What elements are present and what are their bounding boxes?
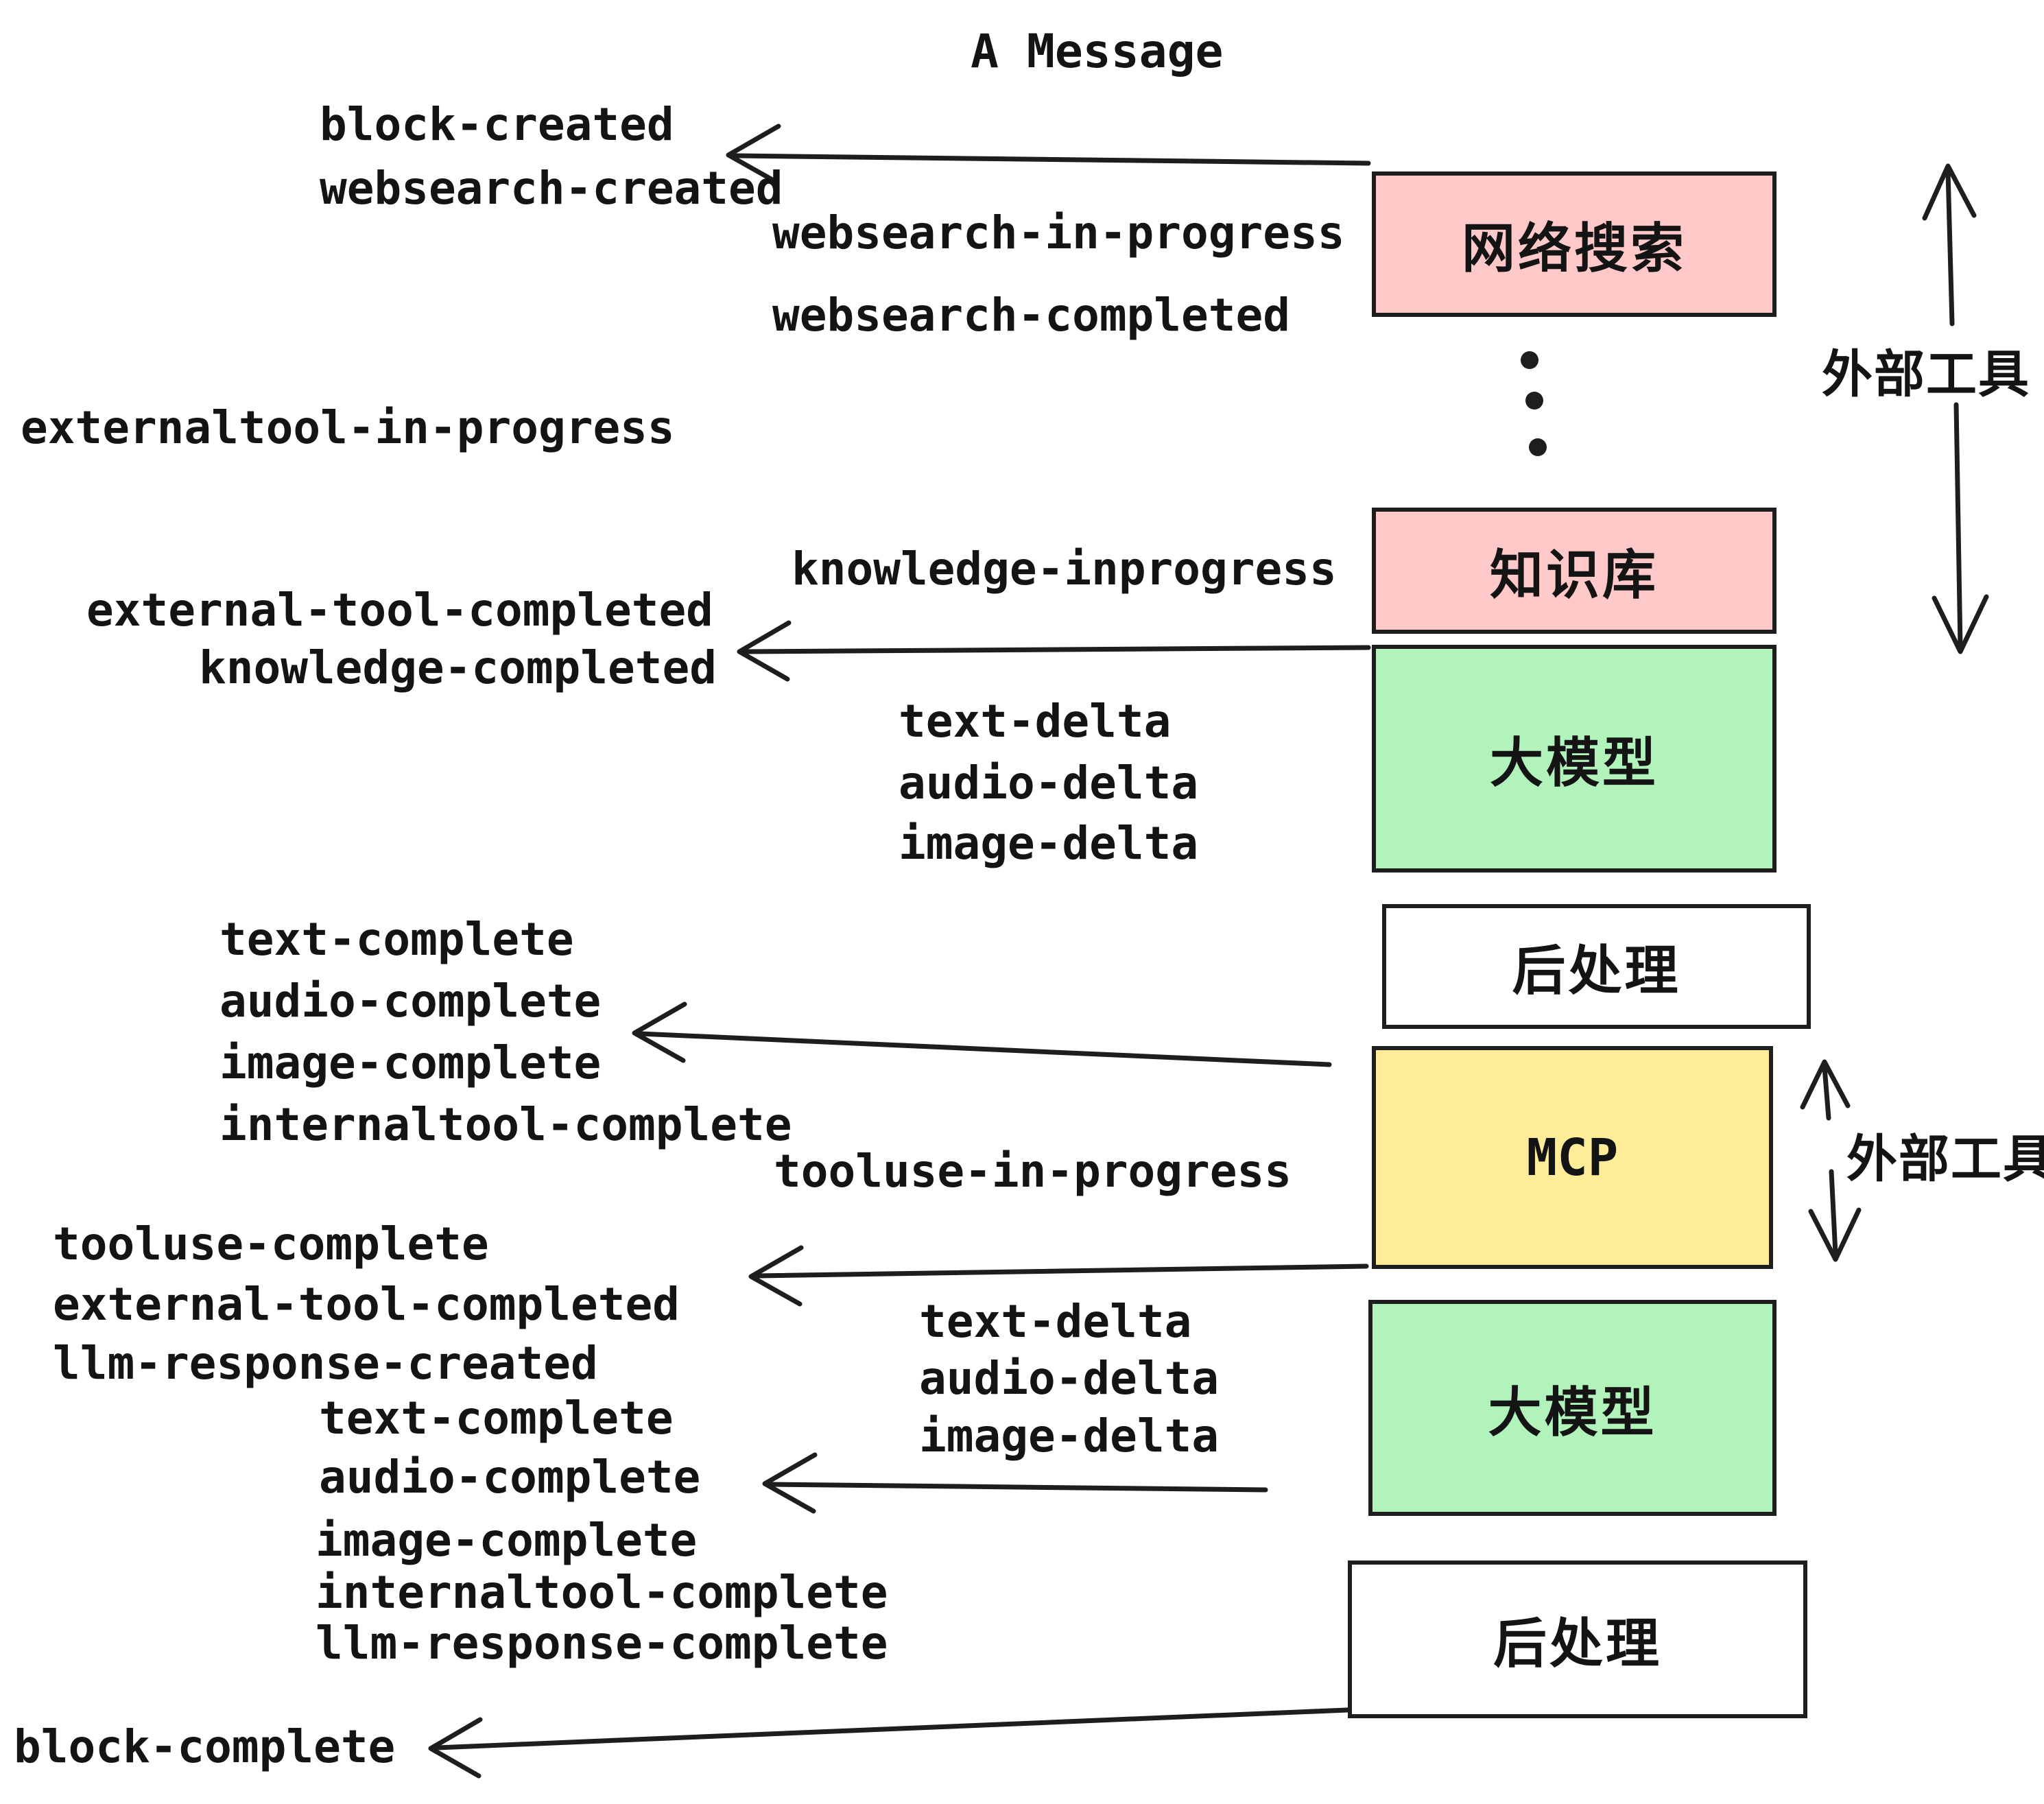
event-label-llm-response-complete: llm-response-complete <box>316 1617 888 1670</box>
event-label-websearch-in-progress: websearch-in-progress <box>772 206 1345 259</box>
event-label-tooluse-complete: tooluse-complete <box>53 1218 489 1270</box>
mcp-box: MCP <box>1372 1046 1773 1269</box>
external-tools-label-mcp: 外部工具 <box>1846 1130 2044 1189</box>
post-processing-box-2: 后处理 <box>1348 1560 1807 1718</box>
event-label-text-complete-1: text-complete <box>219 913 574 966</box>
event-label-internaltool-complete-2: internaltool-complete <box>316 1566 888 1619</box>
llm-box-2: 大模型 <box>1368 1300 1776 1516</box>
event-label-internaltool-complete-1: internaltool-complete <box>219 1098 792 1151</box>
event-label-audio-complete-2: audio-complete <box>319 1451 701 1504</box>
knowledge-base-box: 知识库 <box>1372 508 1776 634</box>
arrow-to-knowledge-completed <box>737 620 1371 682</box>
mcp-box-label: MCP <box>1526 1128 1619 1187</box>
external-tools-span-arrow-mcp <box>1800 1059 1862 1262</box>
websearch-box: 网络搜索 <box>1372 171 1776 317</box>
event-label-knowledge-completed: knowledge-completed <box>199 641 717 694</box>
event-label-knowledge-inprogress: knowledge-inprogress <box>792 543 1337 595</box>
ellipsis-dots <box>1521 351 1547 456</box>
event-label-tooluse-in-progress: tooluse-in-progress <box>774 1145 1292 1198</box>
arrow-to-tooluse-complete <box>748 1245 1369 1307</box>
event-label-audio-delta-2: audio-delta <box>919 1352 1220 1405</box>
event-label-external-tool-completed-1: external-tool-completed <box>86 584 713 637</box>
event-label-text-complete-2: text-complete <box>319 1392 674 1445</box>
event-label-websearch-created: websearch-created <box>320 162 783 215</box>
event-label-image-complete-1: image-complete <box>219 1036 602 1089</box>
post-processing-box-1-label: 后处理 <box>1512 940 1681 1002</box>
llm-box-1: 大模型 <box>1372 645 1776 873</box>
event-label-block-created: block-created <box>320 98 674 151</box>
arrow-to-block-created <box>726 123 1371 185</box>
llm-box-1-label: 大模型 <box>1489 733 1659 794</box>
arrow-to-block-complete <box>428 1707 1366 1779</box>
websearch-box-label: 网络搜索 <box>1461 218 1687 280</box>
event-label-text-delta-2: text-delta <box>919 1295 1192 1348</box>
event-label-audio-complete-1: audio-complete <box>219 975 602 1028</box>
post-processing-box-2-label: 后处理 <box>1493 1613 1662 1675</box>
event-label-audio-delta-1: audio-delta <box>899 757 1199 809</box>
external-tools-span-arrow-top <box>1922 163 1989 654</box>
event-label-websearch-completed: websearch-completed <box>772 289 1290 342</box>
event-label-image-delta-2: image-delta <box>919 1410 1220 1462</box>
event-label-llm-response-created: llm-response-created <box>53 1337 598 1390</box>
external-tools-label-top: 外部工具 <box>1822 345 2030 404</box>
event-label-external-tool-completed-2: external-tool-completed <box>53 1278 680 1331</box>
diagram-title: A Message <box>971 25 1224 79</box>
event-label-image-delta-1: image-delta <box>899 817 1199 870</box>
knowledge-base-box-label: 知识库 <box>1489 545 1659 606</box>
event-label-block-complete: block-complete <box>14 1720 396 1773</box>
llm-box-2-label: 大模型 <box>1488 1381 1657 1444</box>
event-label-externaltool-in-progress: externaltool-in-progress <box>21 401 675 454</box>
arrow-to-audio-complete <box>762 1452 1268 1514</box>
post-processing-box-1: 后处理 <box>1382 904 1811 1029</box>
event-label-text-delta-1: text-delta <box>899 695 1172 748</box>
arrow-to-image-complete <box>632 1001 1332 1067</box>
event-label-image-complete-2: image-complete <box>316 1514 698 1567</box>
